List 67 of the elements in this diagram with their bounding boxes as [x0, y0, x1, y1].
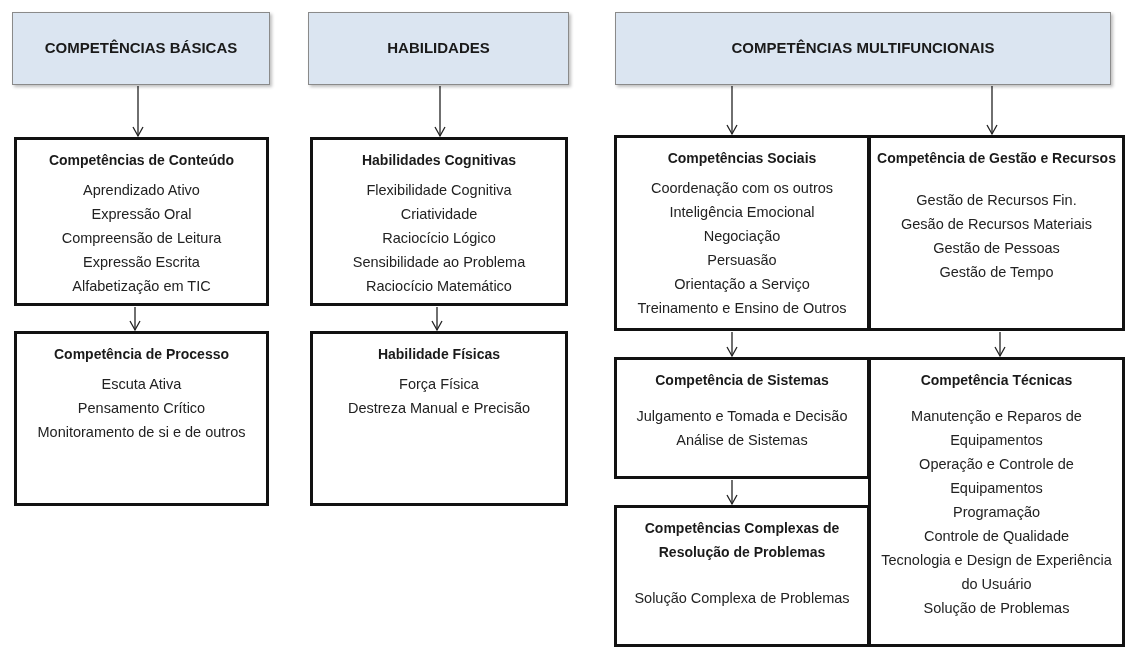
arrow — [129, 306, 141, 331]
box-heading: Competência de Sistemas — [655, 371, 829, 390]
category-header — [308, 12, 569, 85]
arrow — [986, 85, 998, 135]
skill-item: Julgamento e Tomada e Decisão — [636, 407, 848, 426]
skill-item: Expressão Escrita — [83, 253, 200, 272]
arrow — [726, 85, 738, 135]
box-heading: Competências Sociais — [667, 149, 817, 168]
skill-item: Flexibilidade Cognitiva — [366, 181, 512, 200]
skill-item: Inteligência Emocional — [669, 203, 815, 222]
arrow — [431, 306, 443, 331]
skill-item: Solução Complexa de Problemas — [634, 589, 850, 608]
skill-box — [868, 135, 1125, 331]
skill-item: Compreensão de Leitura — [61, 229, 222, 248]
skill-item: Persuasão — [707, 251, 777, 270]
box-heading: Competências de Conteúdo — [48, 151, 235, 170]
box-heading: Competência Técnicas — [920, 371, 1073, 390]
skill-item: Operação e Controle de Equipamentos — [918, 455, 1075, 498]
box-heading: Competência de Gestão e Recursos — [877, 149, 1116, 168]
skill-item: Aprendizado Ativo — [83, 181, 200, 200]
skill-item: Negociação — [703, 227, 781, 246]
skill-box — [14, 137, 269, 306]
skill-item: Controle de Qualidade — [923, 527, 1070, 546]
skill-item: Coordenação com os outros — [650, 179, 834, 198]
arrow — [726, 479, 738, 505]
skill-item: Tecnologia e Design de Experiência do Usuário — [880, 551, 1113, 594]
skill-item: Treinamento e Ensino de Outros — [637, 299, 847, 318]
skill-item: Destreza Manual e Precisão — [347, 399, 531, 418]
skill-item: Programação — [952, 503, 1040, 522]
skill-item: Expressão Oral — [91, 205, 192, 224]
arrow — [726, 331, 738, 357]
skill-box — [14, 331, 269, 506]
skill-item: Gestão de Recursos Fin. — [916, 191, 1077, 210]
arrow — [994, 331, 1006, 357]
skill-item: Sensibilidade ao Problema — [352, 253, 526, 272]
box-heading: Competência de Processo — [53, 345, 230, 364]
skill-item: Raciocício Lógico — [382, 229, 496, 248]
skill-item: Gesão de Recursos Materiais — [901, 215, 1092, 234]
skill-item: Monitoramento de si e de outros — [37, 423, 246, 442]
skill-item: Manutenção e Reparos de Equipamentos — [910, 407, 1083, 450]
skill-item: Escuta Ativa — [101, 375, 182, 394]
skill-item: Criatividade — [400, 205, 478, 224]
skill-box — [614, 357, 870, 479]
box-heading: Competências Complexas de Resolução de Problemas — [643, 519, 841, 562]
skill-box — [310, 331, 568, 506]
skill-box — [868, 357, 1125, 647]
skill-item: Gestão de Tempo — [939, 263, 1054, 282]
header-text: COMPETÊNCIAS MULTIFUNCIONAIS — [731, 38, 995, 59]
skill-item: Alfabetização em TIC — [72, 277, 211, 296]
header-text: HABILIDADES — [387, 38, 490, 59]
box-heading: Habilidade Físicas — [377, 345, 501, 364]
skill-item: Força Física — [399, 375, 479, 394]
skill-item: Gestão de Pessoas — [933, 239, 1060, 258]
arrow — [132, 85, 144, 137]
skill-box — [614, 135, 870, 331]
category-header — [615, 12, 1111, 85]
arrow — [434, 85, 446, 137]
skill-item: Raciocício Matemático — [366, 277, 512, 296]
header-text: COMPETÊNCIAS BÁSICAS — [44, 38, 238, 59]
category-header — [12, 12, 270, 85]
skill-item: Orientação a Serviço — [674, 275, 810, 294]
skill-box — [310, 137, 568, 306]
skill-item: Análise de Sistemas — [676, 431, 808, 450]
skill-item: Solução de Problemas — [923, 599, 1070, 618]
skill-box — [614, 505, 870, 647]
skill-item: Pensamento Crítico — [77, 399, 206, 418]
box-heading: Habilidades Cognitivas — [361, 151, 516, 170]
